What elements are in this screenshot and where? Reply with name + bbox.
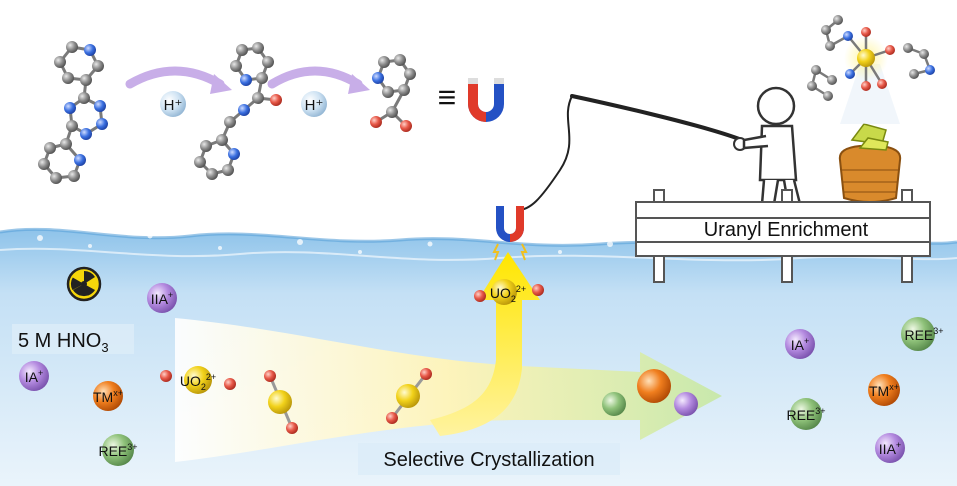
captured-uranyl: UO22+: [474, 279, 544, 305]
process-label: Selective Crystallization: [383, 449, 594, 471]
magnet-hook-icon: [492, 206, 528, 261]
acid-label: 5 M HNO3: [18, 330, 109, 355]
dock-sign: Uranyl Enrichment: [704, 219, 869, 241]
reaction-arrow-1: H⁺: [125, 66, 232, 117]
right-ions: IA+ REE3+ TMx+ REE3+ IIA+: [785, 317, 944, 463]
step2-reagent: H⁺: [305, 97, 324, 114]
left-ions: IIA+ IA+ UO22+ TMx+ REE3+: [19, 283, 236, 466]
ion-label: REE3+: [98, 442, 137, 459]
stick-figure-fisher: [742, 86, 802, 206]
ion-label: IA+: [25, 368, 44, 385]
equiv-symbol: ≡: [438, 79, 457, 115]
reaction-arrow-2: H⁺: [267, 66, 370, 117]
ion-label: UO22+: [180, 372, 216, 392]
uranyl-molecules: [264, 368, 432, 434]
fishing-rod: [517, 94, 747, 211]
ion-label: IIA+: [151, 290, 173, 307]
molecule-triazine: [38, 41, 108, 184]
captured-ion-label: UO22+: [490, 284, 526, 304]
ion-label: TMx+: [869, 382, 899, 399]
molecule-amide: [194, 42, 282, 180]
uranyl-complex: [807, 15, 935, 101]
basket-icon: [838, 64, 902, 203]
magnet-icon: [468, 78, 504, 122]
dock-icon: Uranyl Enrichment: [635, 189, 931, 283]
molecule-picolinic-acid: [370, 54, 416, 132]
ion-label: REE3+: [786, 406, 825, 423]
arrow-tip-ions: [602, 369, 698, 416]
acid-label-box: 5 M HNO3: [12, 324, 134, 355]
ion-label: IA+: [791, 336, 810, 353]
crystallization-arrow: [175, 318, 722, 462]
ion-label: IIA+: [879, 440, 901, 457]
step1-reagent: H⁺: [164, 97, 183, 114]
process-label-box: Selective Crystallization: [358, 443, 620, 475]
ion-label: TMx+: [93, 388, 123, 405]
ion-label: REE3+: [904, 326, 943, 343]
radiation-icon: [66, 266, 102, 302]
